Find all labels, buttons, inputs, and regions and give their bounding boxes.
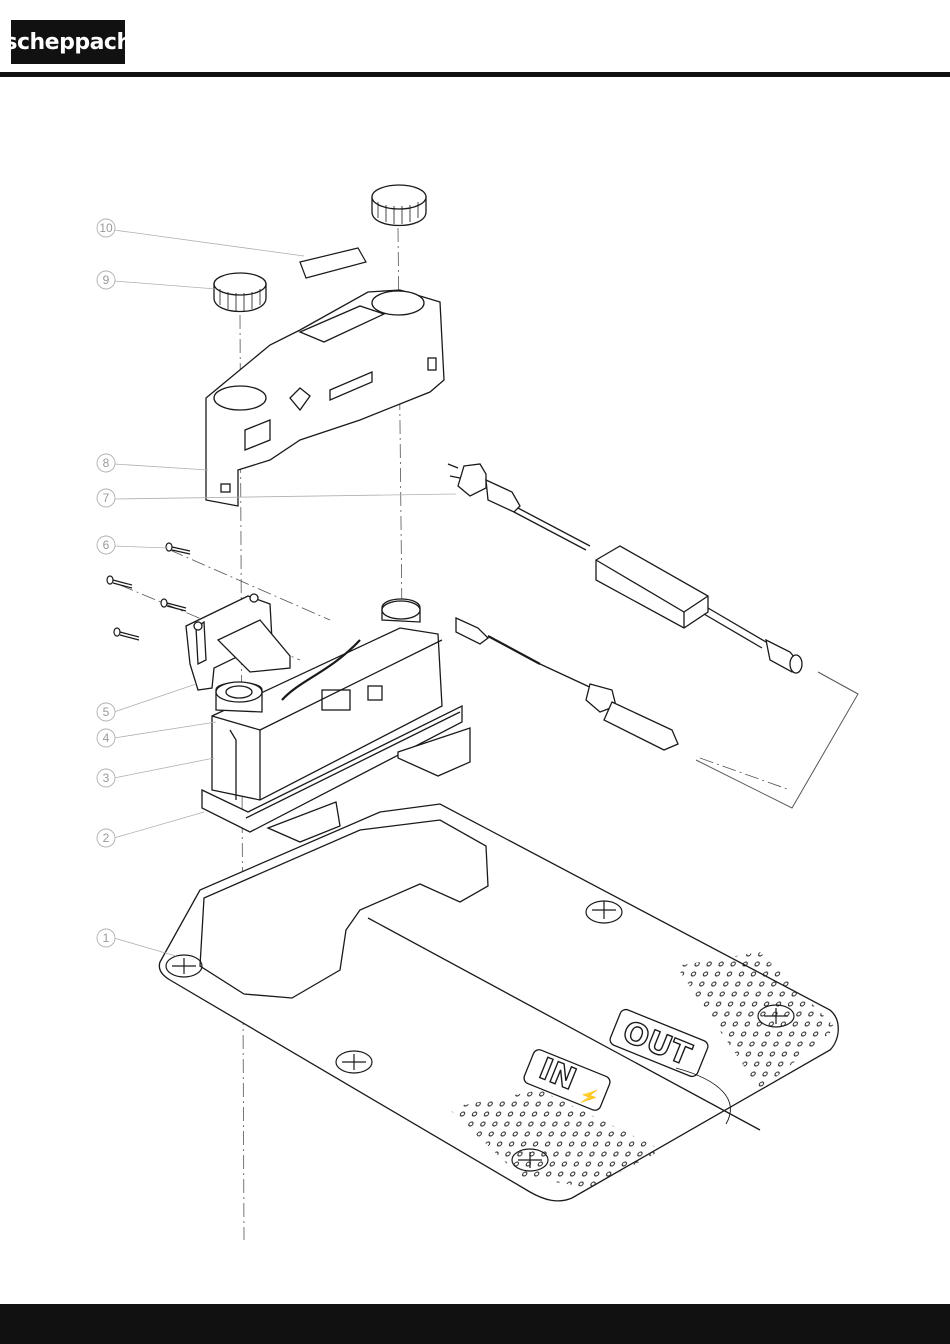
- svg-text:1: 1: [103, 931, 110, 945]
- knob-left: [214, 273, 266, 312]
- connection-bracket: [696, 672, 858, 808]
- callout-4: 4: [97, 729, 115, 747]
- callout-1: 1: [97, 929, 115, 947]
- callout-5: 5: [97, 703, 115, 721]
- footer-bar: [0, 1304, 950, 1344]
- power-supply: [448, 464, 802, 673]
- callout-8: 8: [97, 454, 115, 472]
- base-plate: [159, 804, 838, 1201]
- callout-3: 3: [97, 769, 115, 787]
- knob-right: [372, 185, 426, 226]
- callout-7: 7: [97, 489, 115, 507]
- svg-text:6: 6: [103, 538, 110, 552]
- svg-text:7: 7: [103, 491, 110, 505]
- svg-text:10: 10: [99, 221, 113, 235]
- screws: [107, 543, 190, 640]
- svg-text:4: 4: [103, 731, 110, 745]
- svg-text:2: 2: [103, 831, 110, 845]
- svg-text:9: 9: [103, 273, 110, 287]
- label-plate: [300, 248, 366, 278]
- top-cover: [206, 290, 444, 506]
- cable-connector: [456, 618, 678, 750]
- svg-text:3: 3: [103, 771, 110, 785]
- cable-bracket: [186, 594, 290, 690]
- svg-text:8: 8: [103, 456, 110, 470]
- callout-10: 10: [97, 219, 115, 237]
- callout-9: 9: [97, 271, 115, 289]
- callout-6: 6: [97, 536, 115, 554]
- callout-2: 2: [97, 829, 115, 847]
- svg-text:5: 5: [103, 705, 110, 719]
